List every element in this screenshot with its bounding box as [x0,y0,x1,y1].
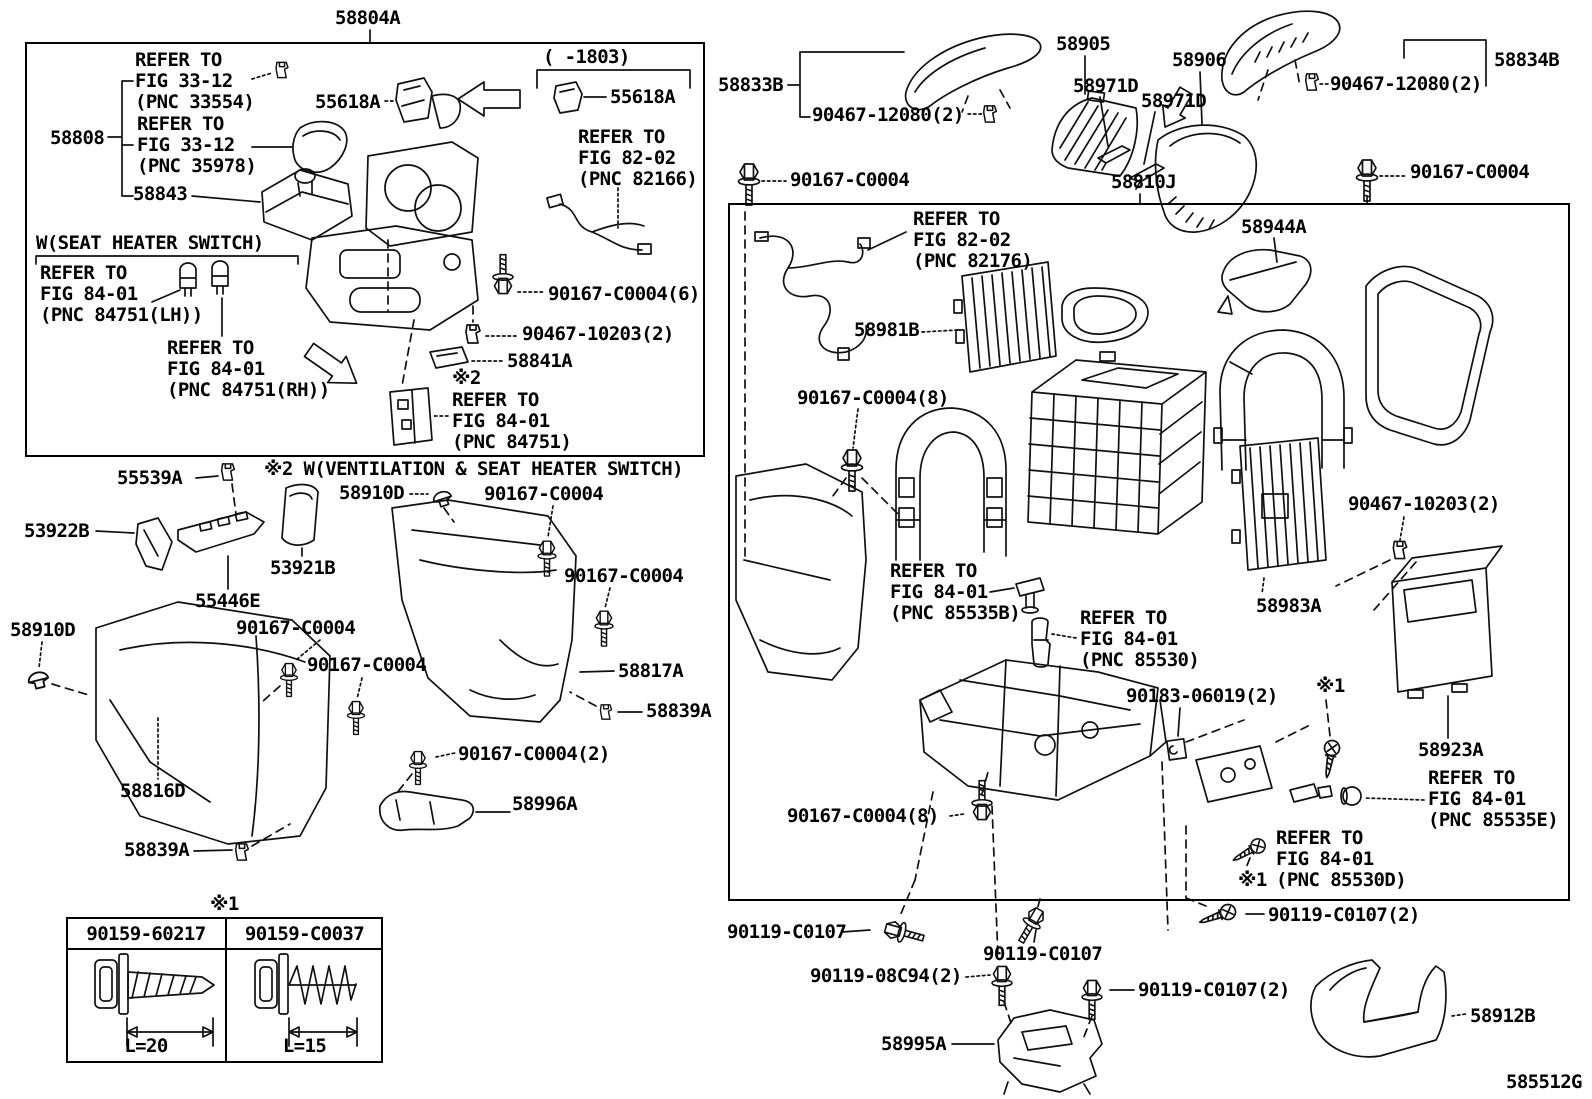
note-fig82-02-pnc82166: REFER TO FIG 82-02 (PNC 82166) [578,126,698,190]
note-ref1-mark-b: ※1 [1238,869,1267,891]
part-90167-C0004-c: 90167-C0004 [236,617,356,639]
part-90119-C0107-2a: 90119-C0107(2) [1268,904,1420,926]
part-58906: 58906 [1172,49,1227,71]
screw-part-number-1: 90159-60217 [86,923,206,945]
part-53921B: 53921B [270,557,336,579]
part-55618A-right: 55618A [610,86,676,108]
screw-table-note: ※1 [210,893,239,915]
part-58817A: 58817A [618,660,684,682]
part-55539A: 55539A [117,467,183,489]
part-90167-C0004-e: 90167-C0004 [790,169,910,191]
note-date-range-1803: ( -1803) [543,46,630,68]
note-fig82-02-pnc82176: REFER TO FIG 82-02 (PNC 82176) [913,208,1033,272]
part-90167-C0004-8a: 90167-C0004(8) [797,387,949,409]
note-fig33-12-pnc35978: REFER TO FIG 33-12 (PNC 35978) [137,113,257,177]
part-58834B: 58834B [1494,49,1560,71]
note-fig84-01-pnc84751LH: REFER TO FIG 84-01 (PNC 84751(LH)) [40,262,203,326]
part-58816D: 58816D [120,780,186,802]
part-58808: 58808 [50,127,105,149]
console-body-art [735,211,1503,959]
part-90167-C0004-2: 90167-C0004(2) [458,743,610,765]
part-55446E: 55446E [195,590,261,612]
part-90119-C0107-b: 90119-C0107 [983,943,1103,965]
part-58910D-side: 58910D [10,619,76,641]
part-90467-10203-left: 90467-10203(2) [522,323,674,345]
note-ventilation-seat-heater: ※2 W(VENTILATION & SEAT HEATER SWITCH) [264,458,684,480]
part-58810J: 58810J [1111,171,1177,193]
part-58971D-b: 58971D [1141,90,1207,112]
console-side-panels-art [26,463,643,861]
part-58983A: 58983A [1256,595,1322,617]
part-90167-C0004-d: 90167-C0004 [307,654,427,676]
figure-code: 585512G [1506,1071,1582,1093]
part-58839A-right: 58839A [646,700,712,722]
note-ref2-mark: ※2 [452,367,481,389]
note-fig84-01-pnc84751RH: REFER TO FIG 84-01 (PNC 84751(RH)) [167,337,330,401]
part-55618A-left: 55618A [315,91,381,113]
part-90167-C0004-b: 90167-C0004 [564,565,684,587]
armrest-and-register-art [737,10,1487,233]
part-90467-12080-right: 90467-12080(2) [1330,73,1482,95]
console-upper-panel-art [35,29,691,446]
part-90119-C0107-a: 90119-C0107 [727,921,847,943]
screw-part-number-2: 90159-C0037 [244,923,365,945]
lower-console-group-box [728,203,1570,901]
screw-table-art [94,953,358,1047]
note-fig84-01-pnc85530: REFER TO FIG 84-01 (PNC 85530) [1080,607,1200,671]
part-58995A: 58995A [881,1033,947,1055]
part-90167-C0004-f: 90167-C0004 [1410,161,1530,183]
note-fig84-01-pnc85530D: REFER TO FIG 84-01 (PNC 85530D) [1276,827,1407,891]
note-fig84-01-pnc84751: REFER TO FIG 84-01 (PNC 84751) [452,389,572,453]
part-90119-08C94: 90119-08C94(2) [810,965,962,987]
part-90167-C0004-8b: 90167-C0004(8) [787,805,939,827]
part-90467-10203-right: 90467-10203(2) [1348,493,1500,515]
part-58843: 58843 [133,183,188,205]
part-90167-C0004-6: 90167-C0004(6) [548,283,700,305]
part-58804A: 58804A [335,7,401,29]
note-ref1-mark-a: ※1 [1316,675,1345,697]
upper-console-group-box [25,42,705,457]
note-fig33-12-pnc33554: REFER TO FIG 33-12 (PNC 33554) [135,49,255,113]
note-fig84-01-pnc85535B: REFER TO FIG 84-01 (PNC 85535B) [890,560,1021,624]
part-58839A-left: 58839A [124,839,190,861]
part-58923A: 58923A [1418,739,1484,761]
part-53922B: 53922B [24,520,90,542]
part-90167-C0004-a: 90167-C0004 [484,483,604,505]
part-58905: 58905 [1056,33,1111,55]
part-58944A: 58944A [1241,216,1307,238]
part-58912B: 58912B [1470,1005,1536,1027]
screw-table-border [66,917,383,1063]
part-58996A: 58996A [512,793,578,815]
part-58971D-a: 58971D [1073,75,1139,97]
note-fig84-01-pnc85535E: REFER TO FIG 84-01 (PNC 85535E) [1428,767,1559,831]
screw-length-1: L=20 [124,1035,168,1057]
note-seat-heater-switch: W(SEAT HEATER SWITCH) [36,232,264,254]
bottom-fasteners-art [841,901,1467,1095]
part-58841A: 58841A [507,350,573,372]
part-90183-06019: 90183-06019(2) [1126,685,1278,707]
part-58910D-top: 58910D [339,482,405,504]
part-90467-12080-left: 90467-12080(2) [812,104,964,126]
part-90119-C0107-2b: 90119-C0107(2) [1138,979,1290,1001]
part-58981B: 58981B [854,319,920,341]
screw-length-2: L=15 [282,1035,327,1057]
part-58833B: 58833B [718,74,784,96]
